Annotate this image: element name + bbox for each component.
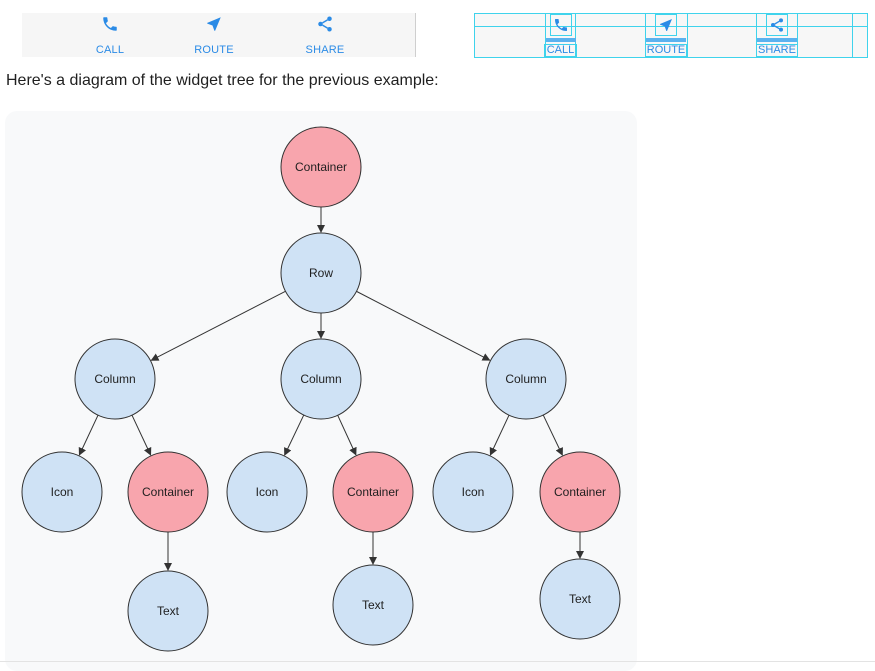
tree-node-label: Container [295, 160, 347, 174]
padding-indicator [646, 38, 686, 42]
tree-node-container: Container [280, 126, 362, 208]
share-icon [771, 18, 783, 32]
tree-node-icon: Icon [226, 451, 308, 533]
layout-guide [645, 14, 646, 57]
navigation-icon [660, 19, 672, 31]
route-label: ROUTE [646, 44, 686, 56]
tree-node-label: Text [569, 592, 592, 606]
text-bounds [544, 44, 577, 57]
tree-node-label: Container [142, 485, 194, 499]
tree-node-column: Column [280, 338, 362, 420]
route-button-debug[interactable]: ROUTE [643, 14, 689, 57]
layout-guide [475, 26, 867, 27]
button-row-debug-preview: CALL ROUTE SHARE [474, 13, 868, 58]
call-label: CALL [546, 44, 575, 56]
tree-edge-row-to-column [356, 290, 491, 361]
call-button[interactable]: CALL [70, 13, 150, 57]
tree-node-circle [226, 451, 308, 533]
call-button-debug[interactable]: CALL [538, 14, 583, 57]
tree-edge-column-to-container [337, 415, 357, 456]
layout-guide [545, 14, 546, 57]
icon-bounds [655, 14, 677, 36]
diagram-caption: Here's a diagram of the widget tree for … [6, 72, 439, 89]
text-bounds [756, 44, 798, 57]
tree-edge-column-to-container [131, 415, 152, 456]
tree-node-label: Column [94, 372, 135, 386]
layout-guide [852, 14, 853, 57]
tree-edge-column-to-icon [489, 415, 510, 456]
share-label: SHARE [758, 44, 796, 56]
tree-node-circle [280, 232, 362, 314]
tree-node-circle [332, 564, 414, 646]
layout-guide [687, 14, 688, 57]
tree-node-icon: Icon [21, 451, 103, 533]
tree-node-container: Container [539, 451, 621, 533]
tree-edge-row-to-column [150, 290, 286, 361]
layout-guide [797, 14, 798, 57]
tree-node-label: Row [309, 266, 333, 280]
tree-node-label: Container [347, 485, 399, 499]
tree-node-container: Container [127, 451, 209, 533]
padding-indicator [545, 38, 576, 42]
tree-node-text: Text [332, 564, 414, 646]
tree-node-circle [21, 451, 103, 533]
text-bounds [645, 44, 687, 57]
tree-node-label: Icon [51, 485, 74, 499]
tree-edge-column-to-icon [78, 415, 99, 456]
navigation-icon [207, 17, 221, 31]
phone-icon [554, 19, 567, 31]
tree-node-container: Container [332, 451, 414, 533]
layout-guide [756, 14, 757, 57]
tree-node-label: Icon [462, 485, 485, 499]
call-label: CALL [95, 44, 125, 56]
padding-indicator [757, 38, 797, 42]
tree-node-label: Container [554, 485, 606, 499]
route-button[interactable]: ROUTE [174, 13, 254, 57]
tree-node-column: Column [485, 338, 567, 420]
tree-node-icon: Icon [432, 451, 514, 533]
tree-node-text: Text [127, 570, 209, 652]
icon-bounds [549, 14, 572, 36]
layout-guide [575, 14, 576, 57]
tree-node-label: Icon [256, 485, 279, 499]
tree-edge-column-to-icon [284, 414, 305, 456]
tree-node-circle [432, 451, 514, 533]
tree-node-circle [485, 338, 567, 420]
share-button[interactable]: SHARE [285, 13, 365, 57]
tree-node-circle [539, 451, 621, 533]
tree-node-label: Column [300, 372, 341, 386]
share-button-debug[interactable]: SHARE [754, 14, 800, 57]
divider [0, 661, 875, 662]
tree-node-circle [539, 558, 621, 640]
share-icon [318, 16, 332, 32]
tree-node-row: Row [280, 232, 362, 314]
tree-node-column: Column [74, 338, 156, 420]
tree-node-label: Column [505, 372, 546, 386]
tree-node-circle [127, 451, 209, 533]
button-row-preview: CALL ROUTE SHARE [22, 13, 416, 57]
tree-edge-column-to-container [542, 414, 563, 456]
icon-bounds [766, 14, 788, 36]
tree-node-circle [332, 451, 414, 533]
share-label: SHARE [305, 44, 345, 56]
tree-node-circle [280, 338, 362, 420]
tree-node-circle [127, 570, 209, 652]
tree-node-circle [74, 338, 156, 420]
tree-node-label: Text [362, 598, 385, 612]
phone-icon [103, 17, 117, 31]
tree-node-text: Text [539, 558, 621, 640]
route-label: ROUTE [194, 44, 234, 56]
tree-node-circle [280, 126, 362, 208]
tree-node-label: Text [157, 604, 180, 618]
